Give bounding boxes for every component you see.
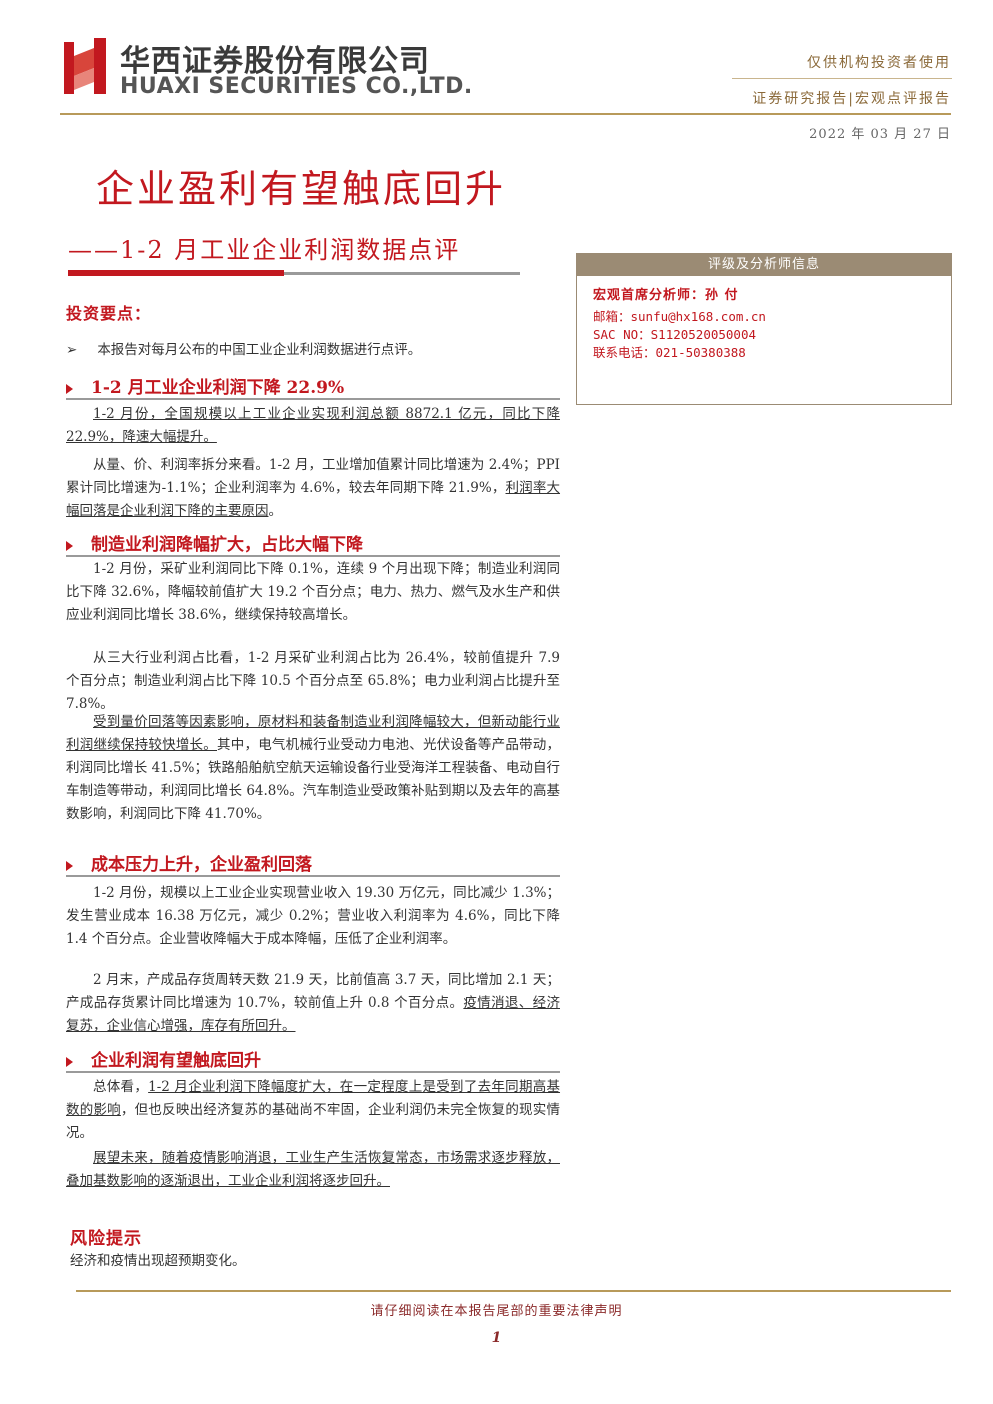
- info-box-heading: 评级及分析师信息: [577, 254, 951, 276]
- paragraph-text: 其中，电气机械行业受动力电池、光伏设备等产品带动，利润同比增长 41.5%；铁路…: [66, 737, 561, 822]
- section-rule: [66, 398, 560, 400]
- company-name-en: HUAXI SECURITIES CO.,LTD.: [120, 74, 473, 99]
- section-heading: 1-2 月工业企业利润下降 22.9%: [66, 373, 344, 398]
- underlined-text: 疫情消退、经济复苏，企业信心增强，库存有所回升。: [66, 995, 560, 1034]
- paragraph-text: 2 月末，产成品存货周转天数 21.9 天，比前值高 3.7 天，同比增加 2.…: [66, 972, 560, 1011]
- paragraph-text: 从三大行业利润占比看，1-2 月采矿业利润占比为 26.4%，较前值提升 7.9…: [66, 650, 560, 712]
- paragraph-text: 总体看，: [93, 1079, 149, 1095]
- header-divider: [732, 78, 952, 79]
- report-date: 2022 年 03 月 27 日: [809, 127, 951, 142]
- paragraph-text: ，但也反映出经济复苏的基础尚不牢固，企业利润仍未完全恢复的现实情况。: [66, 1102, 561, 1141]
- paragraph: 从三大行业利润占比看，1-2 月采矿业利润占比为 26.4%，较前值提升 7.9…: [66, 647, 560, 716]
- paragraph: 从量、价、利润率拆分来看。1-2 月，工业增加值累计同比增速为 2.4%；PPI…: [66, 454, 560, 523]
- risk-text: 经济和疫情出现超预期变化。: [70, 1253, 246, 1269]
- analyst-sac: SAC NO：S1120520050004: [593, 327, 757, 342]
- paragraph: 受到量价回落等因素影响，原材料和装备制造业利润降幅较大，但新动能行业利润继续保持…: [66, 711, 560, 826]
- triangle-bullet-icon: [66, 1056, 73, 1067]
- paragraph: 1-2 月份，全国规模以上工业企业实现利润总额 8872.1 亿元，同比下降 2…: [66, 403, 560, 449]
- report-subtitle: ——1-2 月工业企业利润数据点评: [68, 236, 461, 264]
- key-points-heading: 投资要点：: [66, 304, 152, 323]
- subtitle-accent-bar: [68, 270, 284, 276]
- audience-note: 仅供机构投资者使用: [807, 55, 951, 71]
- header-rule: [60, 113, 951, 115]
- section-rule: [66, 555, 560, 557]
- section-title: 成本压力上升，企业盈利回落: [91, 855, 312, 875]
- underlined-text: 利润率大幅回落是企业利润下降的主要原因: [66, 480, 561, 519]
- underlined-text: 展望未来，随着疫情影响消退，工业生产生活恢复常态，市场需求逐步释放，叠加基数影响…: [66, 1150, 560, 1189]
- intro-text: 本报告对每月公布的中国工业企业利润数据进行点评。: [97, 342, 422, 358]
- underlined-text: 1-2 月份，全国规模以上工业企业实现利润总额 8872.1 亿元，同比下降 2…: [66, 406, 560, 445]
- huaxi-logo-icon: [64, 38, 106, 94]
- subtitle-rule: [284, 272, 520, 275]
- key-points-intro: ➢ 本报告对每月公布的中国工业企业利润数据进行点评。: [66, 338, 421, 358]
- footer-rule: [76, 1290, 951, 1292]
- triangle-bullet-icon: [66, 383, 73, 394]
- company-name-cn: 华西证券股份有限公司: [120, 44, 430, 79]
- paragraph: 1-2 月份，规模以上工业企业实现营业收入 19.30 万亿元，同比减少 1.3…: [66, 882, 560, 951]
- analyst-email: 邮箱：sunfu@hx168.com.cn: [593, 309, 766, 324]
- paragraph-text: 。: [268, 503, 283, 519]
- section-heading: 企业利润有望触底回升: [66, 1046, 261, 1071]
- report-type: 证券研究报告|宏观点评报告: [752, 91, 951, 107]
- underlined-text: 1-2 月企业利润下降幅度扩大，在一定程度上是受到了去年同期高基数的影响: [66, 1079, 561, 1118]
- section-heading: 制造业利润降幅扩大，占比大幅下降: [66, 530, 363, 555]
- section-title: 制造业利润降幅扩大，占比大幅下降: [91, 535, 363, 555]
- risk-heading: 风险提示: [70, 1229, 142, 1249]
- arrow-bullet-icon: ➢: [66, 342, 78, 358]
- section-title: 企业利润有望触底回升: [91, 1051, 261, 1071]
- legal-notice: 请仔细阅读在本报告尾部的重要法律声明: [370, 1304, 623, 1319]
- analyst-phone: 联系电话：021-50380388: [593, 345, 746, 360]
- paragraph: 总体看，1-2 月企业利润下降幅度扩大，在一定程度上是受到了去年同期高基数的影响…: [66, 1076, 560, 1145]
- analyst-name: 宏观首席分析师：孙 付: [593, 288, 739, 303]
- analyst-info-box: 评级及分析师信息 宏观首席分析师：孙 付 邮箱：sunfu@hx168.com.…: [576, 253, 952, 405]
- paragraph-text: 1-2 月份，规模以上工业企业实现营业收入 19.30 万亿元，同比减少 1.3…: [66, 885, 560, 947]
- paragraph: 展望未来，随着疫情影响消退，工业生产生活恢复常态，市场需求逐步释放，叠加基数影响…: [66, 1147, 560, 1193]
- section-rule: [66, 1071, 560, 1073]
- triangle-bullet-icon: [66, 860, 73, 871]
- paragraph: 1-2 月份，采矿业利润同比下降 0.1%，连续 9 个月出现下降；制造业利润同…: [66, 558, 560, 627]
- paragraph-text: 从量、价、利润率拆分来看。1-2 月，工业增加值累计同比增速为 2.4%；PPI…: [66, 457, 560, 496]
- underlined-text: 受到量价回落等因素影响，原材料和装备制造业利润降幅较大，但新动能行业利润继续保持…: [66, 714, 560, 753]
- paragraph: 2 月末，产成品存货周转天数 21.9 天，比前值高 3.7 天，同比增加 2.…: [66, 969, 560, 1038]
- section-rule: [66, 875, 560, 877]
- section-title: 1-2 月工业企业利润下降 22.9%: [91, 378, 345, 398]
- report-title: 企业盈利有望触底回升: [96, 167, 507, 211]
- section-heading: 成本压力上升，企业盈利回落: [66, 850, 312, 875]
- page-number: 1: [491, 1330, 502, 1346]
- triangle-bullet-icon: [66, 540, 73, 551]
- paragraph-text: 1-2 月份，采矿业利润同比下降 0.1%，连续 9 个月出现下降；制造业利润同…: [66, 561, 560, 623]
